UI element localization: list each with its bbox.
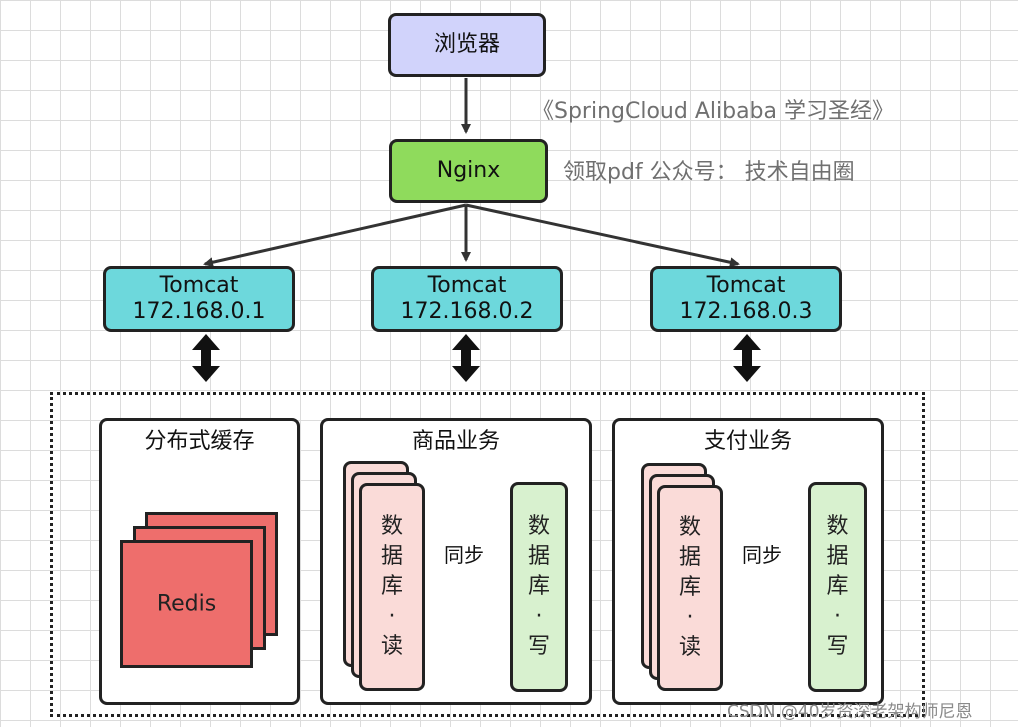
arrow-nginx-to-tomcat-3 [465, 203, 740, 268]
product-read-db: 数 据 库 · 读 [359, 483, 425, 691]
contact-note: 领取pdf 公众号： 技术自由圈 [563, 160, 855, 185]
tomcat-node-1: Tomcat 172.168.0.1 [103, 266, 295, 332]
browser-label: 浏览器 [433, 31, 500, 57]
tomcat-node-3: Tomcat 172.168.0.3 [650, 266, 842, 332]
double-arrow-2 [452, 334, 480, 382]
payment-write-db: 数 据 库 · 写 [808, 482, 867, 692]
nginx-node: Nginx [389, 139, 548, 203]
payment-group-title: 支付业务 [703, 429, 792, 454]
product-write-db-label: 数 据 库 · 写 [527, 514, 550, 659]
arrow-nginx-to-tomcat-1 [203, 203, 467, 268]
product-sync-label: 同步 [444, 543, 484, 567]
tomcat-ip: 172.168.0.2 [400, 299, 534, 324]
product-write-db: 数 据 库 · 写 [510, 482, 568, 692]
tomcat-title: Tomcat [427, 272, 507, 298]
double-arrow-3 [733, 334, 761, 382]
product-read-db-label: 数 据 库 · 读 [380, 514, 403, 659]
payment-read-db-label: 数 据 库 · 读 [678, 515, 701, 660]
tomcat-title: Tomcat [159, 272, 239, 298]
tomcat-ip: 172.168.0.1 [132, 299, 266, 324]
payment-sync-label: 同步 [742, 543, 782, 567]
product-group-title: 商品业务 [411, 429, 500, 454]
backend-boundary [50, 392, 925, 717]
redis-node: Redis [120, 540, 253, 668]
tomcat-ip: 172.168.0.3 [679, 299, 813, 324]
redis-label: Redis [156, 591, 217, 617]
nginx-label: Nginx [436, 157, 501, 183]
cache-group-title: 分布式缓存 [144, 429, 255, 454]
tomcat-node-2: Tomcat 172.168.0.2 [371, 266, 563, 332]
tomcat-title: Tomcat [706, 272, 786, 298]
browser-node: 浏览器 [388, 13, 546, 77]
payment-write-db-label: 数 据 库 · 写 [826, 514, 849, 659]
watermark: CSDN @40岁资深老架构师尼恩 [727, 702, 973, 722]
double-arrow-1 [192, 334, 220, 382]
book-note: 《SpringCloud Alibaba 学习圣经》 [532, 99, 894, 124]
payment-read-db: 数 据 库 · 读 [657, 485, 723, 691]
